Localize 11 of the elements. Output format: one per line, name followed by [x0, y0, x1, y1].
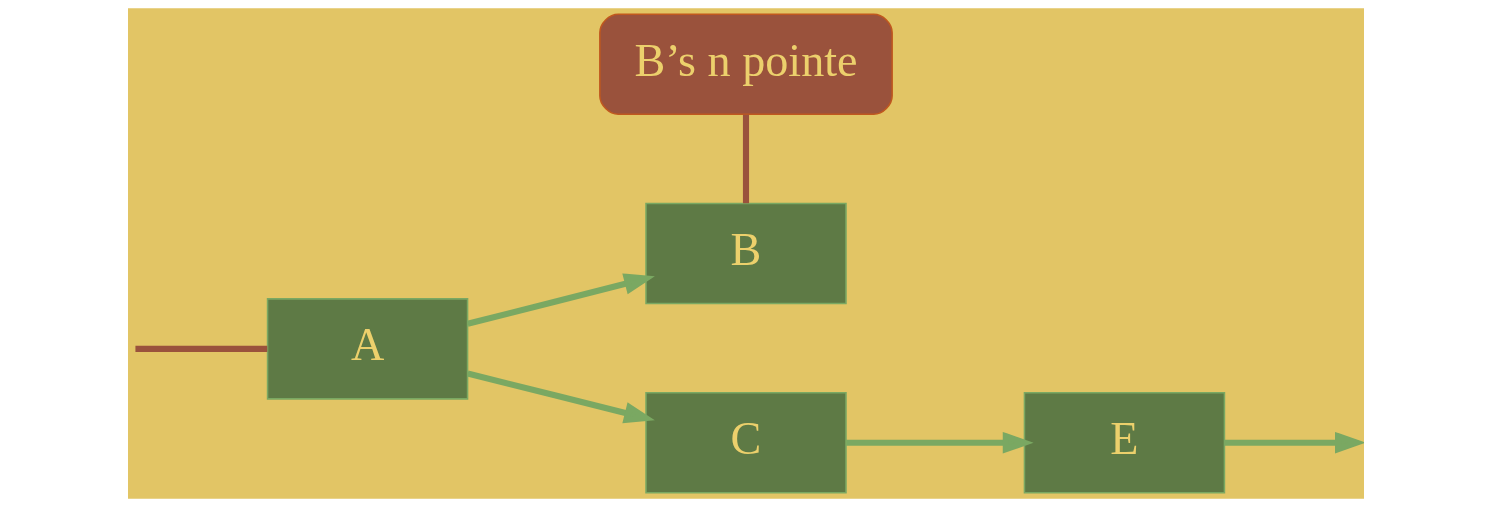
node-box: B’s n pointe: [598, 13, 893, 116]
connector: [742, 114, 749, 204]
node-box: E: [1023, 391, 1225, 494]
arrow: [1224, 431, 1364, 454]
arrow: [466, 273, 655, 327]
connector: [134, 345, 267, 352]
node-box: C: [644, 391, 847, 494]
arrow: [466, 370, 655, 424]
arrow: [845, 431, 1034, 454]
node-box: B: [644, 202, 847, 305]
node-box: A: [266, 298, 468, 400]
